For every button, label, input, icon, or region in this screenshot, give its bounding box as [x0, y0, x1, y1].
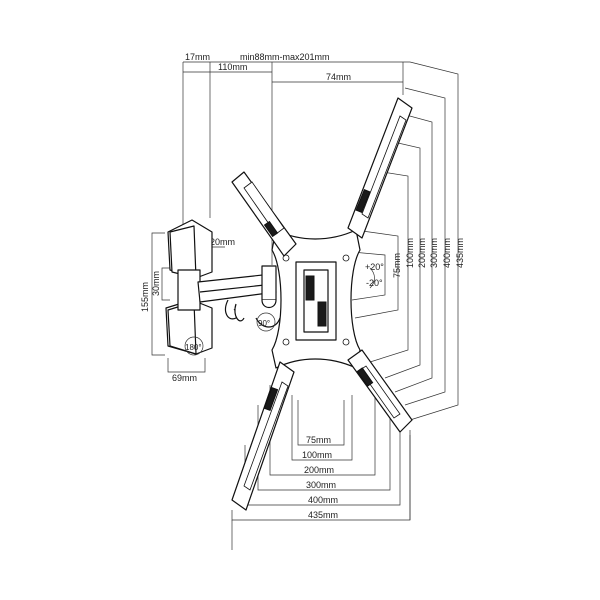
- top-dimension-lines: [182, 61, 410, 265]
- swivel-label: 90°: [258, 319, 270, 328]
- dim-30mm: 30mm: [151, 271, 161, 296]
- tilt-up-label: +20°: [365, 262, 384, 272]
- dim-300mm-horizontal: 300mm: [306, 480, 336, 490]
- bracket-arm-top-left: [231, 171, 297, 257]
- dim-69mm: 69mm: [172, 373, 197, 383]
- dim-74mm: 74mm: [326, 72, 351, 82]
- dim-435mm-horizontal: 435mm: [308, 510, 338, 520]
- bracket-arm-top-right: [347, 97, 413, 239]
- bracket-arm-bottom-right: [347, 349, 413, 433]
- swing-arm: [197, 265, 281, 328]
- dim-110mm: 110mm: [218, 62, 247, 72]
- dim-75mm-horizontal: 75mm: [306, 435, 331, 445]
- dim-100mm-vertical: 100mm: [405, 238, 415, 268]
- dim-300mm-vertical: 300mm: [429, 238, 439, 268]
- right-dimension-lines: [351, 61, 459, 421]
- dim-435mm-vertical: 435mm: [455, 238, 465, 268]
- dim-400mm-vertical: 400mm: [442, 238, 452, 268]
- center-plate: [271, 229, 361, 369]
- tilt-down-label: -20°: [366, 278, 383, 288]
- dim-200mm-horizontal: 200mm: [304, 465, 334, 475]
- dim-min-max-depth: min88mm-max201mm: [240, 52, 330, 62]
- rotate-label: 180°: [185, 343, 202, 352]
- dim-100mm-horizontal: 100mm: [302, 450, 332, 460]
- dim-75mm-vertical: 75mm: [392, 253, 402, 278]
- dim-400mm-horizontal: 400mm: [308, 495, 338, 505]
- tilt-arrows: [369, 267, 375, 289]
- dim-17mm: 17mm: [185, 52, 210, 62]
- dim-155mm: 155mm: [140, 282, 150, 312]
- bracket-arm-bottom-left: [231, 361, 295, 511]
- dim-200mm-vertical: 200mm: [417, 238, 427, 268]
- dim-20mm: 20mm: [210, 237, 235, 247]
